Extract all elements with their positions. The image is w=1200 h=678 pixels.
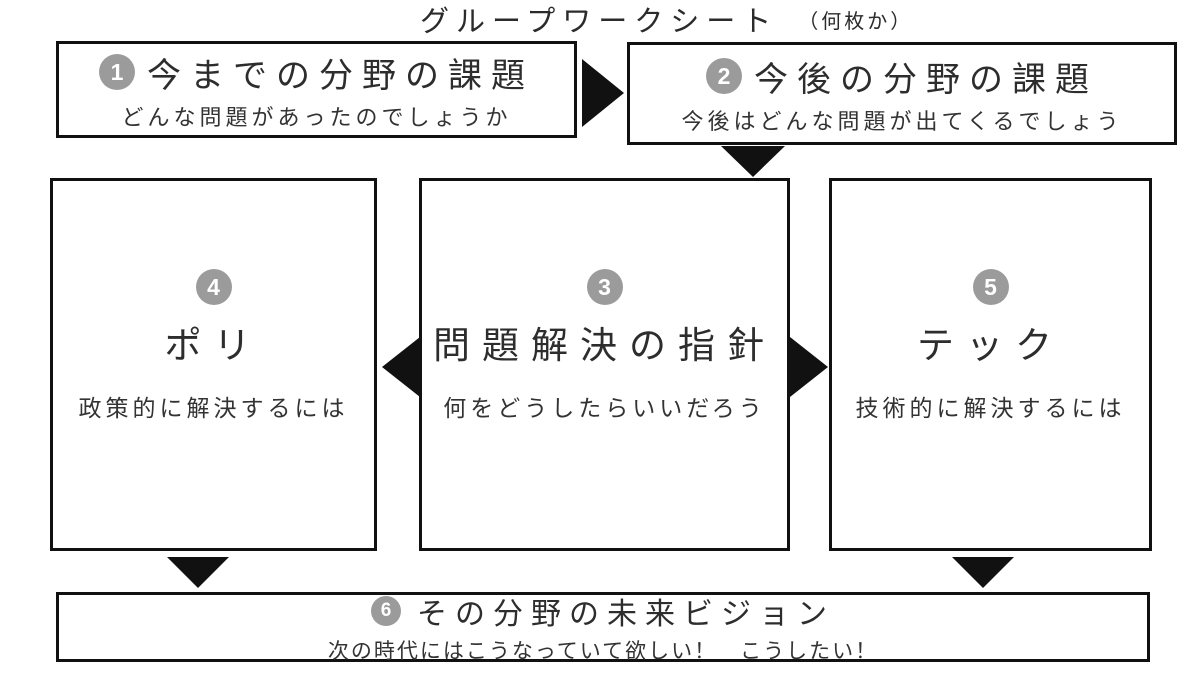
page-title: グループワークシート （何枚か） [420,0,913,38]
step-6-number-badge: 6 [371,596,401,626]
box2-title: 今後の分野の課題 [754,60,1098,99]
box1-subtitle: どんな問題があったのでしょうか [121,104,512,130]
arrow-down-icon [952,557,1014,588]
box2-subtitle: 今後はどんな問題が出てくるでしょう [681,108,1123,134]
step-4-number-badge: 4 [195,269,232,305]
box3-title: 問題解決の指針 [433,325,776,366]
step-1-number-badge: 1 [99,54,135,90]
box-problem-solving-guideline: 3 問題解決の指針 何をどうしたらいいだろう [419,178,790,551]
box4-subtitle: 政策的に解決するには [78,395,349,421]
box5-title: テック [917,325,1064,366]
step-3-number-badge: 3 [586,269,623,305]
arrow-down-icon [167,557,229,588]
step-5-number-badge: 5 [972,269,1009,305]
box6-header: 6 その分野の未来ビジョン [371,589,835,633]
box2-header: 2 今後の分野の課題 [706,52,1098,101]
page-title-note: （何枚か） [798,10,914,33]
page-title-main: グループワークシート [420,6,779,38]
box4-title: ポリ [164,325,263,366]
box1-title: 今までの分野の課題 [147,56,534,95]
arrow-right-icon [582,59,624,127]
arrow-down-icon [721,146,785,177]
box6-subtitle: 次の時代にはこうなっていて欲しい！ こうしたい！ [327,640,879,663]
arrow-right-icon [790,337,828,397]
box5-subtitle: 技術的に解決するには [855,395,1126,421]
box-past-field-issues: 1 今までの分野の課題 どんな問題があったのでしょうか [56,41,577,138]
box1-header: 1 今までの分野の課題 [99,48,534,97]
arrow-left-icon [382,337,420,397]
box6-title: その分野の未来ビジョン [417,598,835,631]
box3-subtitle: 何をどうしたらいいだろう [443,395,766,421]
box-tech: 5 テック 技術的に解決するには [829,178,1152,551]
box-policy: 4 ポリ 政策的に解決するには [50,178,377,551]
box-future-vision: 6 その分野の未来ビジョン 次の時代にはこうなっていて欲しい！ こうしたい！ [56,589,1150,663]
step-2-number-badge: 2 [706,58,742,94]
box-future-field-issues: 2 今後の分野の課題 今後はどんな問題が出てくるでしょう [627,42,1177,145]
